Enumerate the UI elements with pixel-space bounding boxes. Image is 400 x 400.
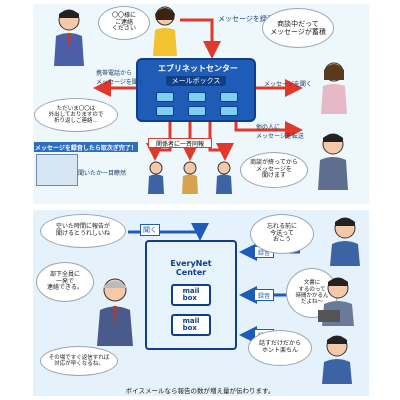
person-manager [94,276,136,346]
listen-label-right: メッセージを聞く [264,81,312,88]
transfer-arrow [234,121,303,139]
person-caller-top-right [328,216,362,266]
speech-bubble-easy: 話すだけだから ホント楽ちん [248,330,312,366]
speech-bubble-accumulated: 商談中だって メッセージが蓄積 [262,8,334,48]
monitor-screenshot [36,154,78,186]
person-caller-bottom-right [320,334,354,384]
speech-bubble-absent: ただいま〇〇は 外出しておりますので 折り返しご連絡… [34,98,118,132]
person-woman-operator [150,4,180,56]
speech-bubble-after-meeting: 商談が終ってから メッセージを 聞けます [240,152,308,188]
person-group-2 [180,160,200,194]
record-arrow [180,18,221,59]
speech-bubble-reply: その場ですぐ返信すれば 対応が早くなるね。 [40,346,118,376]
mailbox-cell [220,92,238,102]
person-group-1 [146,160,166,194]
speech-bubble-request: 〇〇様に ご連絡 ください [98,6,150,40]
mailbox-cell [156,92,174,102]
center-bottom-title: EveryNet Center [170,259,212,277]
glance-label: 聞いたか一目瞭然 [78,170,127,177]
listen-flag: 聞く [140,224,160,236]
banner-complete: メッセージを録音したら取次ぎ完了！ [34,142,138,152]
mailbox-cell [156,106,174,116]
record-flag-2: 録音 [254,289,274,301]
broadcast-label: 関係者に一斉同報 [148,138,212,148]
person-laptop-worker [318,276,358,326]
mailbox-2: mail box [171,314,211,336]
mailbox-label: メールボックス [166,76,226,86]
mailbox-1: mail box [171,284,211,306]
everynet-center-top: エブリネットセンター メールボックス [136,58,256,122]
listen-mobile-label: 携帯電話から メッセージを聞く [96,70,144,86]
center-title: エブリネットセンター [158,64,238,73]
record-label: メッセージを録音 [218,15,274,23]
mailbox-cell [188,106,206,116]
person-woman-right [318,60,350,114]
person-group-3 [214,160,234,194]
broadcast-arrow-3 [208,122,234,161]
speech-bubble-send-now: 忘れる前に 今送って おこう [250,214,314,254]
broadcast-arrow-1 [146,122,172,161]
bottom-caption: ボイスメールなら報告の数が増え量が伝わります。 [125,387,275,395]
person-businessman-left [52,8,86,66]
mailbox-cell [220,106,238,116]
listen-bottom-arrow [128,223,209,241]
transfer-label: 他の人に メッセージを転送 [256,124,304,140]
person-businessman-right [316,132,350,190]
mailbox-cell [188,92,206,102]
speech-bubble-all-staff: 部下全員に 一発で 連絡できる。 [36,262,94,302]
speech-bubble-free-time: 空いた時間に報告が 聞けるとうれしいね [40,214,126,248]
everynet-center-bottom: EveryNet Center mail box mail box [145,240,237,350]
